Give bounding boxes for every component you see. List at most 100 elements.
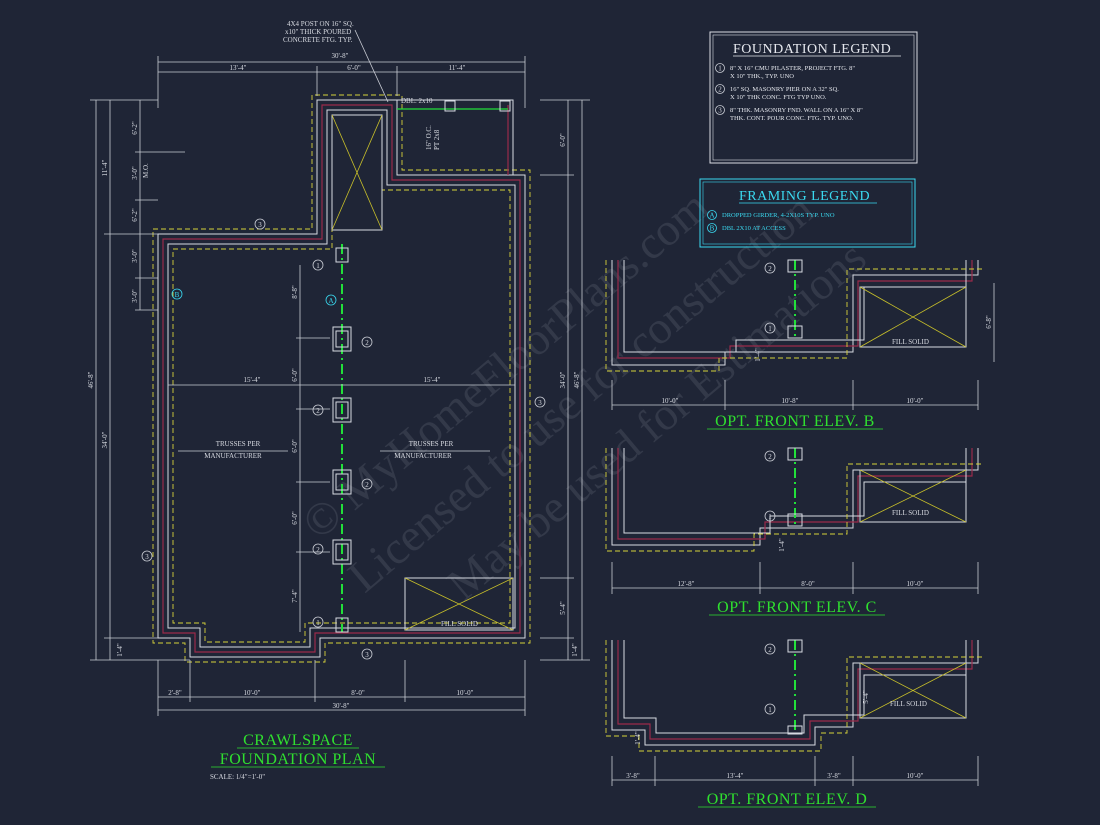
elev-c-dim-3: 10'-0" [907,580,924,588]
tag-3-bottom: 3 [365,651,369,659]
elev-b-title: OPT. FRONT ELEV. B [715,413,875,430]
girder-dim-b: 6'-0" [291,368,299,382]
masonry-piers [332,247,352,633]
left-dim-b: 3'-0" [131,166,139,180]
post-top-2 [499,100,511,112]
left-dim-overall: 46'-8" [87,371,95,388]
watermark-line-1: © MyHomeFloorPlans.com [292,180,718,549]
tag-2-b: 2 [316,407,320,415]
fr-item-a-num: A [709,212,714,220]
mid-dim-left: 15'-4" [244,376,261,384]
plan-title-line-2: FOUNDATION PLAN [220,751,376,768]
crawlspace-plan: FILL SOLID 8'-8" 6'-0" 6'-0" 6'-0" 7'-4" [87,20,590,781]
mo-label: M.O. [142,163,150,178]
elev-d-dim-2: 13'-4" [727,772,744,780]
fill-solid-label: FILL SOLID [441,620,478,628]
elev-d-dim-3: 3'-8" [827,772,841,780]
girder-dim-e: 7'-4" [291,589,299,603]
foundation-wall-outer [157,99,526,658]
stoop-cross-4 [404,577,514,631]
tag-2-a: 2 [365,339,369,347]
elev-c-fill: FILL SOLID [892,509,929,517]
oc-note-2: PT 2x8 [433,129,441,150]
plan-scale: SCALE: 1/4"=1'-0" [210,773,265,781]
bottom-dim-c: 8'-0" [351,689,365,697]
tag-2-c: 2 [365,481,369,489]
fl-item-1-line-1: 8" X 16" CMU PILASTER, PROJECT FTG. 8" [730,65,855,72]
girder-dim-c: 6'-0" [291,439,299,453]
elev-d-title: OPT. FRONT ELEV. D [707,791,868,808]
elev-b-dim-1: 10'-0" [662,397,679,405]
porch-outline [397,99,514,175]
top-dim-a: 13'-4" [230,64,247,72]
foundation-legend-title: FOUNDATION LEGEND [733,42,891,57]
stoop-cross-2 [331,114,383,231]
right-dim-overall: 46'-8" [573,371,581,388]
left-dim-d: 3'-0" [131,249,139,263]
trusses-left-2: MANUFACTURER [204,452,262,460]
elev-c-dim-1: 12'-8" [678,580,695,588]
pier-2 [332,397,352,423]
left-dim-lower: 34'-0" [101,431,109,448]
right-dim-bot: 1'-4" [571,643,579,657]
elev-d-tag-1: 1 [768,706,772,714]
left-dim-c: 6'-2" [131,208,139,222]
elev-c-tag-2: 2 [768,453,772,461]
left-dim-a: 6'-2" [131,121,139,135]
fr-item-b-text: DBL 2X10 AT ACCESS [722,225,786,232]
left-dim-bot: 1'-4" [116,643,124,657]
bottom-dim-b: 10'-0" [244,689,261,697]
fl-item-2-line-1: 16" SQ. MASONRY PIER ON A 32" SQ. [730,86,839,93]
trusses-right-1: TRUSSES PER [409,440,454,448]
fr-item-a-text: DROPPED GIRDER, 4-2X10S TYP. UNO [722,212,835,219]
elev-d-dim-4: 10'-0" [907,772,924,780]
elev-b-dim-3: 10'-0" [907,397,924,405]
fl-item-2-num: 2 [718,86,722,94]
post-note-3: CONCRETE FTG. TYP. [283,36,353,44]
right-dim-low: 5'-4" [559,601,567,615]
tag-A: A [328,297,333,305]
pier-3-inner [335,473,349,491]
fl-item-1-line-2: X 10" THK., TYP. UNO [730,73,794,80]
elev-d-step: 1'-4" [634,731,642,745]
pilaster-top [335,247,349,263]
elev-d-fill: FILL SOLID [890,700,927,708]
pilaster-bottom [335,617,349,633]
tag-2-d: 2 [316,546,320,554]
top-dim-b: 6'-0" [347,64,361,72]
bottom-dim-d: 10'-0" [457,689,474,697]
elev-b-dim-2: 10'-8" [782,397,799,405]
pier-3 [332,469,352,495]
pier-4-inner [335,543,349,561]
plan-title-line-1: CRAWLSPACE [243,732,353,749]
elevation-d: FILL SOLID 2 1 5'-4" 1'-4" 3'-8" 13'-4" … [605,639,984,808]
elev-d-tag-2: 2 [768,646,772,654]
tag-3-left: 3 [145,553,149,561]
foundation-wall-red [162,104,521,653]
elev-c-step: 1'-4" [778,538,786,552]
girder-dim-a: 8'-8" [291,285,299,299]
elev-b-step: 1'-4" [754,348,762,362]
elev-c-dim-2: 8'-0" [801,580,815,588]
tag-B: B [175,291,180,299]
post-top-1 [444,100,456,112]
tag-3-top: 3 [258,221,262,229]
pier-1 [332,326,352,352]
left-dim-top: 11'-4" [101,160,109,177]
elev-b-side: 6'-8" [985,315,993,329]
tag-1-top: 1 [316,262,320,270]
fl-item-3-line-2: THK. CONT. POUR CONC. FTG. TYP. UNO. [730,115,854,122]
footing-outline-outer [152,94,531,663]
elevation-b: FILL SOLID 2 1 1'-4" 6'-8" 10'-0" 10'-8"… [605,259,995,430]
stoop-fill-box-top [331,114,383,231]
post-note-1: 4X4 POST ON 16" SQ. [287,20,354,28]
elev-c-title: OPT. FRONT ELEV. C [717,599,877,616]
framing-legend-title: FRAMING LEGEND [739,189,870,204]
bottom-dim-a: 2'-8" [168,689,182,697]
fl-item-1-num: 1 [718,65,722,73]
mid-dim-right: 15'-4" [424,376,441,384]
plan-tags: 3 1 2 2 2 2 1 3 3 3 A B [141,218,546,660]
fl-item-2-line-2: X 10" THK CONC. FTG TYP UNO. [730,94,827,101]
elev-d-side: 5'-4" [862,690,870,704]
post-note-leader [354,29,389,103]
